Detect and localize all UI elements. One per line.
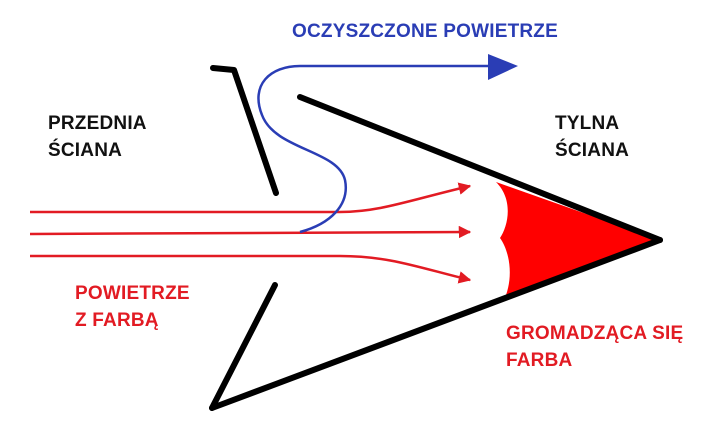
paint-air-label: POWIETRZE Z FARBĄ bbox=[75, 283, 190, 331]
clean-air-arrowhead bbox=[488, 54, 518, 80]
accumulating-paint-label: GROMADZĄCA SIĘ FARBA bbox=[506, 323, 684, 371]
paint-air-line-top bbox=[30, 182, 472, 214]
back-wall-label: TYLNA ŚCIANA bbox=[555, 113, 630, 161]
paint-air-line-bottom bbox=[30, 254, 472, 284]
clean-air-label: OCZYSZCZONE POWIETRZE bbox=[292, 21, 558, 42]
accumulated-paint bbox=[496, 182, 660, 300]
paint-air-line-middle bbox=[29, 225, 472, 239]
front-wall-upper bbox=[210, 65, 279, 196]
back-wall-lower bbox=[209, 237, 663, 411]
clean-air-path bbox=[257, 64, 490, 234]
front-wall-lower bbox=[209, 282, 278, 411]
front-wall-label: PRZEDNIA ŚCIANA bbox=[48, 113, 147, 161]
back-wall-upper bbox=[297, 94, 663, 243]
